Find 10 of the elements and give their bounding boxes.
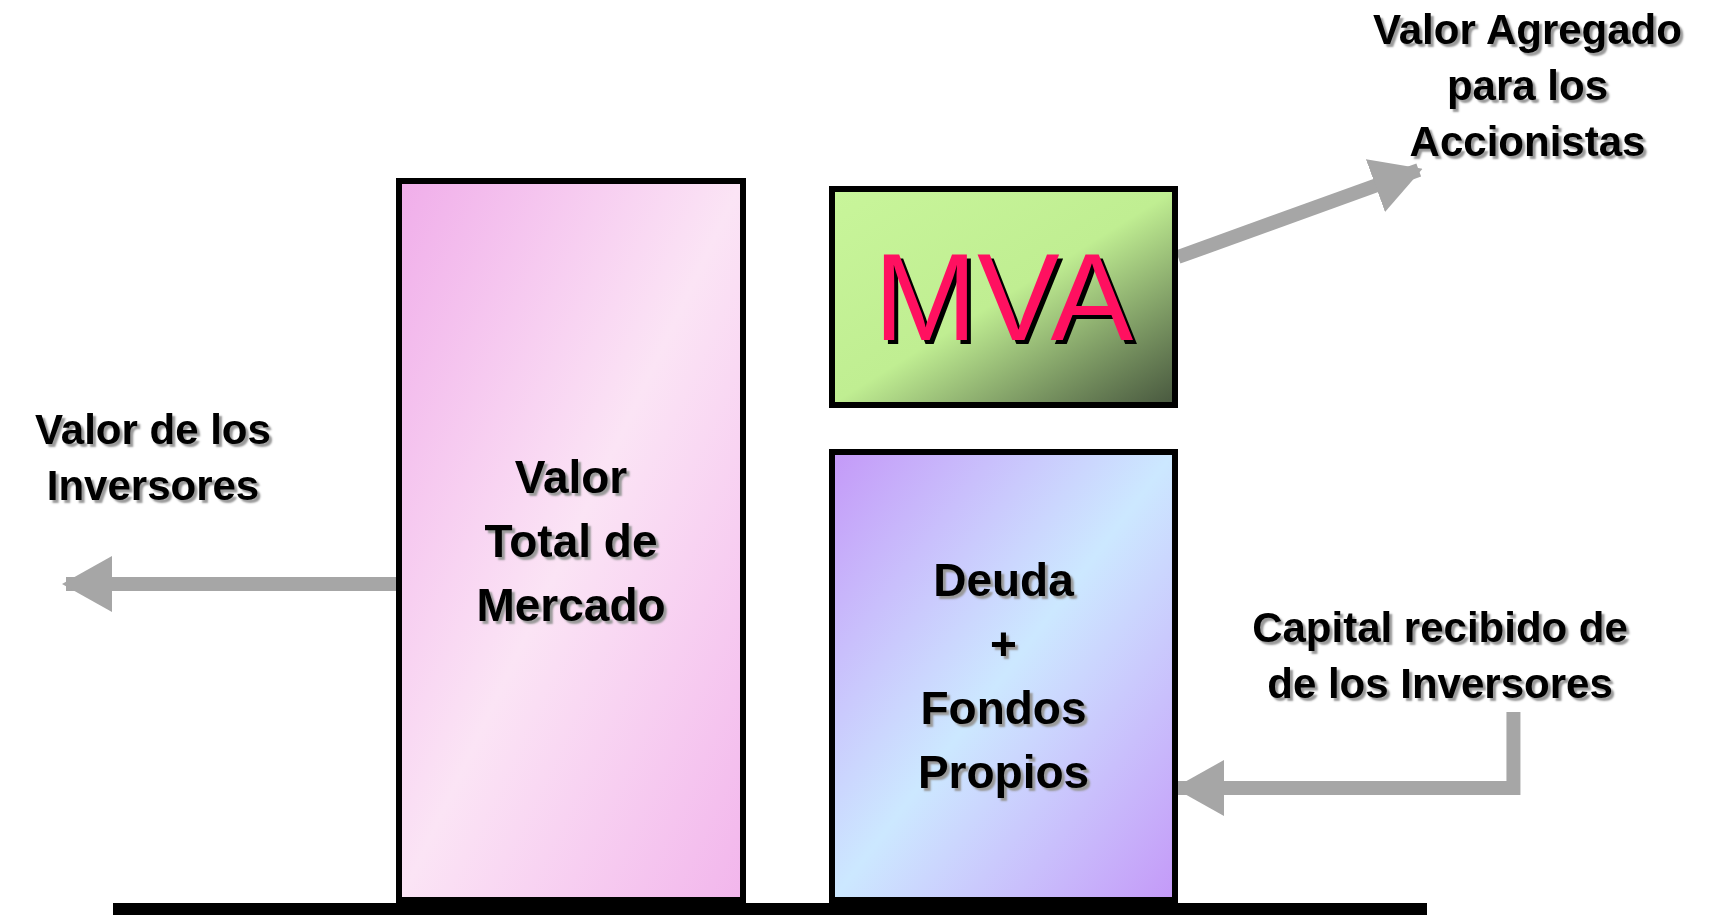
arrow xyxy=(62,556,396,612)
side-label: Capital recibido de de los Inversores xyxy=(1251,603,1629,709)
mva-box xyxy=(829,186,1178,408)
capital-bar xyxy=(829,449,1178,903)
market-value-bar xyxy=(396,178,746,903)
bar-label: Valor Total de Mercado xyxy=(475,449,667,633)
bar-label: Deuda + Fondos Propios xyxy=(917,553,1090,800)
mva-label: MVA xyxy=(873,235,1134,359)
side-label: Valor Agregado para los Accionistas xyxy=(1372,5,1683,167)
side-label: Valor de los Inversores xyxy=(34,405,272,511)
